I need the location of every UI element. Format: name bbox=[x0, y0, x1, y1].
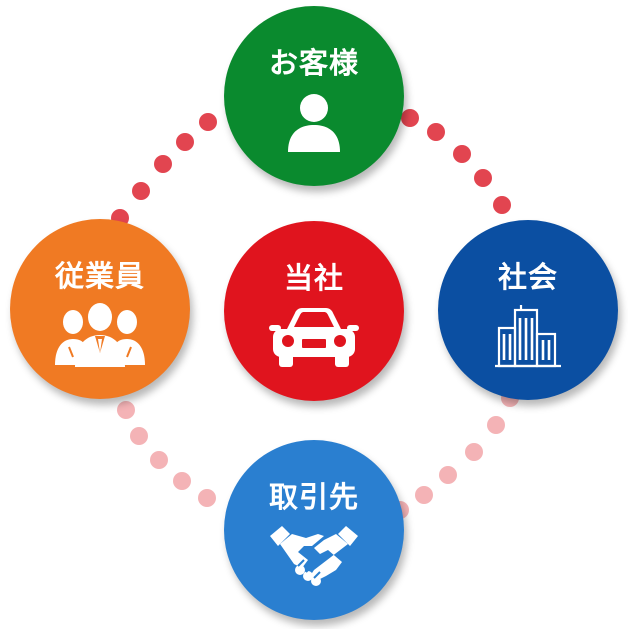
handshake-icon bbox=[268, 524, 360, 592]
people-group-icon bbox=[55, 303, 145, 371]
person-icon bbox=[282, 90, 346, 158]
buildings-icon bbox=[493, 304, 563, 372]
connector-society-partner bbox=[391, 389, 519, 519]
car-icon bbox=[269, 305, 359, 373]
node-customer: お客様 bbox=[224, 6, 404, 186]
connector-customer-society bbox=[401, 109, 511, 214]
node-company-label: 当社 bbox=[283, 261, 344, 295]
connector-employee-customer bbox=[111, 113, 217, 227]
node-society-label: 社会 bbox=[497, 260, 558, 294]
node-partner-label: 取引先 bbox=[268, 480, 359, 514]
connector-employee-partner bbox=[117, 401, 216, 507]
node-customer-label: お客様 bbox=[268, 46, 359, 80]
node-partner: 取引先 bbox=[224, 440, 404, 620]
node-company: 当社 bbox=[224, 221, 404, 401]
node-employee: 従業員 bbox=[10, 219, 190, 399]
node-employee-label: 従業員 bbox=[54, 259, 145, 293]
node-society: 社会 bbox=[438, 220, 618, 400]
